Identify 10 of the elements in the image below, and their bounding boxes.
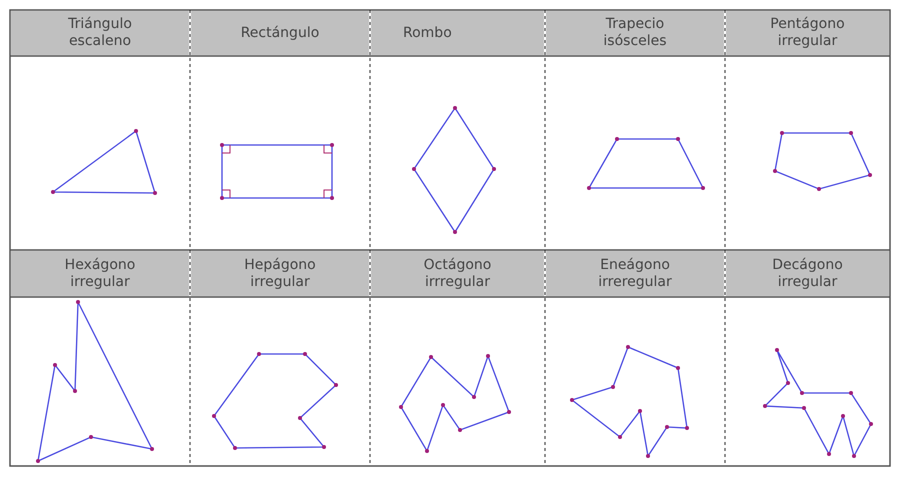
- column-header: Octágono irrregular: [371, 251, 544, 296]
- column-header: Rectángulo: [191, 11, 369, 55]
- column-header: Rombo: [371, 11, 544, 55]
- column-header: Decágono irregular: [726, 251, 889, 296]
- column-header: Triángulo escaleno: [11, 11, 189, 55]
- column-header: Trapecio isósceles: [546, 11, 724, 55]
- column-header: Eneágono irreregular: [546, 251, 724, 296]
- column-header: Hexágono irregular: [11, 251, 189, 296]
- column-header: Hepágono irregular: [191, 251, 369, 296]
- column-header: Pentágono irregular: [726, 11, 889, 55]
